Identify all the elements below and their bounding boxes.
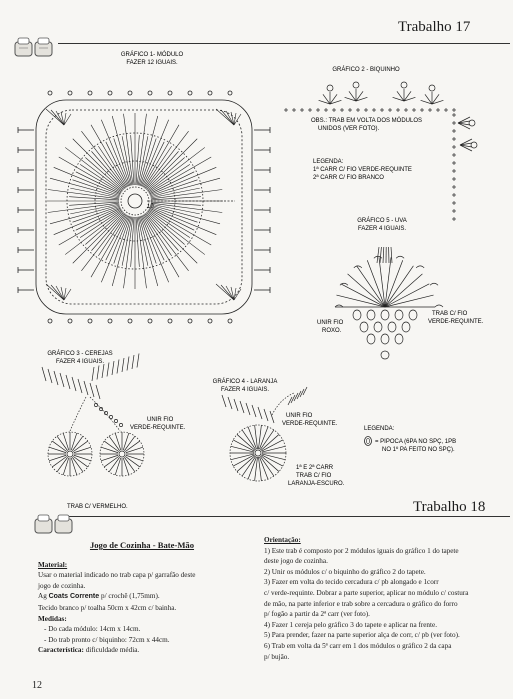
g4-unir-1: UNIR FIO (286, 413, 313, 419)
step-line: c/ verde-requinte. Dobrar a parte superi… (264, 588, 469, 597)
tecido-line: Tecido branco p/ toalha 50cm x 42cm c/ b… (38, 603, 177, 612)
header-rule-17 (58, 43, 510, 44)
g4-carr-3: LARANJA-ESCURO. (288, 481, 345, 487)
popcorn-symbol-icon (364, 436, 372, 446)
g4-unir-2: VERDE-REQUINTE. (282, 421, 338, 427)
g5-label-1: GRÁFICO 5 - UVA (357, 217, 407, 224)
step-line: 6) Trab em volta da 5ª carr em 1 dos mód… (264, 641, 452, 650)
g2-obs-1: OBS.: TRAB EM VOLTA DOS MÓDULOS (311, 117, 422, 124)
step-line: p/ bujão. (264, 652, 290, 661)
g5-verde-1: TRAB C/ FIO (432, 311, 468, 317)
step-line: deste jogo de cozinha. (264, 557, 328, 566)
step-line: 5) Para prender, fazer na parte superior… (264, 631, 460, 640)
graphic-5-grape (334, 246, 444, 360)
step-line: de mão, na parte inferior e trab sobre a… (264, 599, 458, 608)
g3-unir-1: UNIR FIO (147, 417, 174, 423)
g5-roxo-2: ROXO. (322, 328, 342, 334)
article-title: Jogo de Cozinha - Bate-Mão (89, 540, 195, 550)
header-rule-18 (58, 516, 510, 517)
medidas-line-2: - Do trab pronto c/ biquinho: 72cm x 44c… (44, 635, 170, 644)
g3-label-2: FAZER 4 IGUAIS. (56, 359, 104, 365)
g1-label-2: FAZER 12 IGUAIS. (126, 60, 178, 66)
g1-center-number: 10 (147, 204, 154, 210)
title-trabalho-18: Trabalho 18 (413, 499, 486, 515)
orientacao-heading: Orientação: (264, 536, 301, 544)
graphic-3-cherries (41, 353, 145, 477)
article-right-column: Orientação: 1) Este trab é composto por … (264, 535, 504, 662)
legend2-title: LEGENDA: (364, 426, 395, 432)
legend-line-1: 1ª CARR C/ FIO VERDE-REQUINTE (313, 166, 412, 173)
g4-label-2: FAZER 4 IGUAIS. (221, 387, 269, 393)
crochet-diagrams: GRÁFICO 1- MÓDULO FAZER 12 IGUAIS. 10 GR… (17, 51, 484, 510)
g2-label: GRÁFICO 2 - BIQUINHO (332, 66, 400, 73)
medidas-heading: Medidas: (38, 614, 67, 623)
title-trabalho-17: Trabalho 17 (398, 19, 471, 35)
material-line-1: Usar o material indicado no trab capa p/… (38, 571, 196, 580)
step-line: 2) Unir os módulos c/ o biquinho do gráf… (264, 567, 426, 576)
linha-line: Ag Coats Corrente p/ crochê (1,75mm). (38, 592, 160, 601)
step-line: p/ fogão a partir da 2ª carr (ver foto). (264, 610, 370, 619)
page-number: 12 (32, 680, 42, 691)
step-line: 4) Fazer 1 cereja pelo gráfico 3 do tape… (264, 620, 438, 629)
g3-label-1: GRÁFICO 3 - CEREJAS (47, 350, 112, 357)
g3-unir-2: VERDE-REQUINTE. (130, 425, 186, 431)
g3-vermelho: TRAB C/ VERMELHO. (67, 504, 128, 510)
g5-roxo-1: UNIR FIO (317, 320, 344, 326)
g2-obs-2: UNIDOS (VER FOTO). (318, 126, 380, 132)
graphic-2-edging (284, 81, 478, 221)
material-heading: Material: (38, 560, 68, 569)
legend2-line-1: = PIPOCA (6PA NO SPÇ, 1PB (375, 439, 456, 445)
step-line: 3) Fazer em volta do tecido cercadura c/… (264, 578, 439, 587)
g4-carr-2: TRAB C/ FIO (296, 473, 332, 479)
g4-label-1: GRÁFICO 4 - LARANJA (213, 378, 278, 385)
graphic-1-module (17, 90, 271, 324)
brand-coats-corrente: Coats Corrente (48, 593, 100, 601)
material-line-2: jogo de cozinha. (38, 581, 86, 590)
g5-verde-2: VERDE-REQUINTE. (428, 319, 484, 325)
graphic-4-orange (221, 386, 308, 482)
caracteristica-line: Característica: dificuldade média. (38, 646, 140, 655)
legend2-line-2: NO 1º PA FEITO NO SPÇ). (382, 446, 455, 453)
legend-line-2: 2ª CARR C/ FIO BRANCO (313, 174, 384, 181)
page-icon-bottom (34, 513, 74, 540)
page-icon-top (14, 36, 54, 63)
step-line: 1) Este trab é composto por 2 módulos ig… (264, 546, 459, 555)
g1-label-1: GRÁFICO 1- MÓDULO (121, 51, 184, 58)
legend-title: LEGENDA: (313, 159, 344, 165)
g5-label-2: FAZER 4 IGUAIS. (358, 226, 406, 232)
medidas-line-1: - Do cada módulo: 14cm x 14cm. (44, 625, 141, 634)
g4-carr-1: 1ª E 2ª CARR (296, 464, 334, 471)
article-left-column: Jogo de Cozinha - Bate-Mão Material: Usa… (38, 540, 252, 656)
